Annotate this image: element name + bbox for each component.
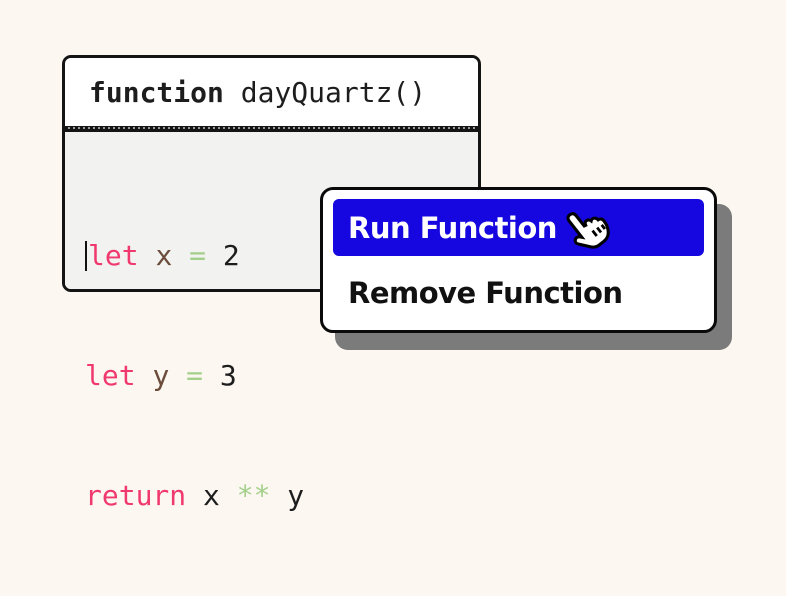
code-token (136, 359, 153, 392)
menu-item-remove-function[interactable]: Remove Function (333, 264, 704, 321)
canvas: function dayQuartz() let x = 2 let y = 3… (62, 55, 717, 512)
function-name: dayQuartz() (223, 75, 427, 109)
code-token: let (88, 239, 139, 272)
context-menu: Run Function Remove Function (320, 187, 717, 333)
code-token: 3 (203, 359, 237, 392)
function-keyword: function (89, 75, 224, 109)
code-token: 2 (206, 239, 240, 272)
code-line: return x ** y (85, 476, 478, 516)
code-token (172, 239, 189, 272)
code-token: y (152, 359, 170, 392)
code-token: ** (236, 479, 271, 512)
code-token: = (186, 359, 204, 392)
code-token: let (85, 359, 136, 392)
code-token: y (270, 479, 305, 512)
function-card-header: function dayQuartz() (65, 58, 478, 126)
code-token (139, 239, 156, 272)
text-cursor (85, 241, 87, 271)
code-token: x (155, 239, 173, 272)
code-token: x (186, 479, 237, 512)
card-divider (65, 126, 478, 132)
code-line: let y = 3 (85, 356, 478, 396)
code-token (169, 359, 186, 392)
menu-item-run-function[interactable]: Run Function (333, 199, 704, 256)
menu-item-label: Remove Function (348, 275, 623, 310)
code-line: let x = 2 (85, 236, 478, 276)
code-token: = (189, 239, 207, 272)
code-token: return (85, 479, 187, 512)
menu-item-label: Run Function (348, 210, 557, 245)
